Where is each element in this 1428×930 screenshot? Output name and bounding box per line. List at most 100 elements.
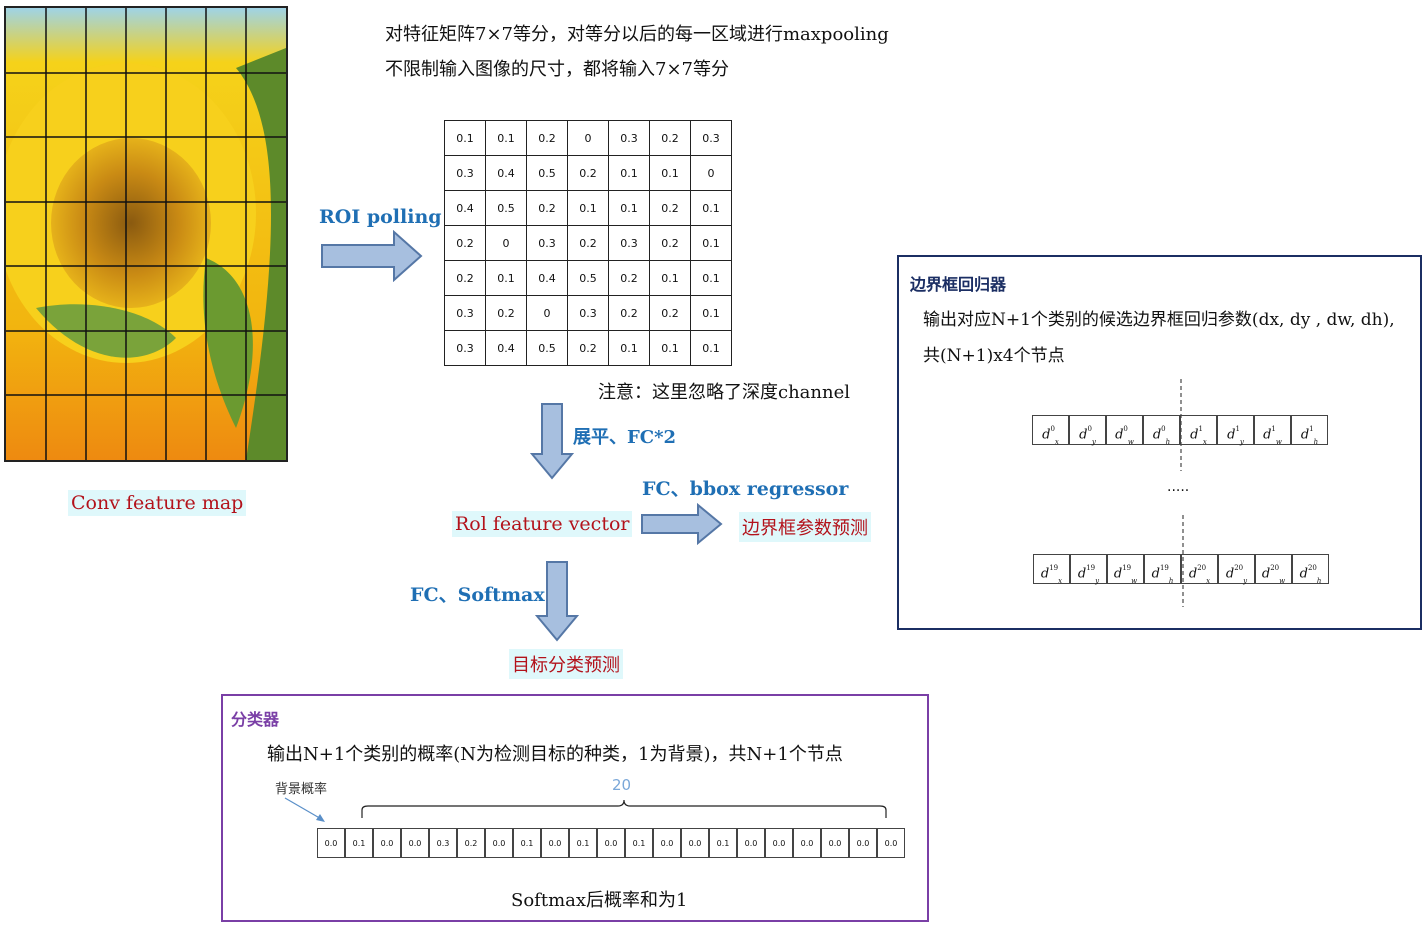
matrix-cell: 0: [485, 225, 527, 261]
regressor-description-line2: 共(N+1)x4个节点: [923, 346, 1065, 366]
classifier-title: 分类器: [231, 710, 280, 729]
regression-param-cell: d20h: [1292, 554, 1329, 585]
matrix-cell: 0.4: [485, 155, 527, 191]
matrix-cell: 0.4: [526, 260, 568, 296]
feature-map-grid: [6, 8, 286, 460]
matrix-cell: 0.2: [649, 190, 691, 226]
down-arrow-icon: [535, 561, 579, 642]
channel-note: 注意：这里忽略了深度channel: [598, 382, 850, 403]
matrix-cell: 0.5: [485, 190, 527, 226]
flatten-fc-label: 展平、FC*2: [573, 427, 677, 448]
conv-feature-map-image: [4, 6, 288, 462]
probability-cell: 0.1: [709, 828, 737, 858]
bbox-prediction-label: 边界框参数预测: [739, 512, 871, 542]
matrix-cell: 0.5: [526, 155, 568, 191]
matrix-cell: 0.2: [649, 120, 691, 156]
matrix-cell: 0.2: [567, 330, 609, 366]
regression-param-cell: d19y: [1070, 554, 1107, 585]
regression-param-cell: d20x: [1181, 554, 1218, 585]
regression-param-cell: d1w: [1254, 415, 1291, 446]
matrix-cell: 0.1: [690, 295, 732, 331]
bbox-fc-label: FC、bbox regressor: [642, 478, 849, 500]
probability-cell: 0.0: [541, 828, 569, 858]
down-arrow-icon: [530, 403, 574, 480]
probability-cell: 0.0: [765, 828, 793, 858]
regression-param-cell: d19x: [1033, 554, 1070, 585]
top-note-line2: 不限制输入图像的尺寸，都将输入7×7等分: [385, 59, 729, 80]
matrix-cell: 0.1: [567, 190, 609, 226]
matrix-cell: 0.3: [444, 330, 486, 366]
probability-cell: 0.0: [373, 828, 401, 858]
matrix-cell: 0.1: [649, 155, 691, 191]
matrix-cell: 0.2: [608, 295, 650, 331]
matrix-cell: 0.1: [649, 330, 691, 366]
probability-cell: 0.0: [821, 828, 849, 858]
regression-param-cell: d0h: [1143, 415, 1180, 446]
probability-cell: 0.0: [317, 828, 345, 858]
probability-cell: 0.0: [653, 828, 681, 858]
matrix-cell: 0.2: [526, 120, 568, 156]
background-prob-label: 背景概率: [275, 782, 328, 797]
matrix-cell: 0: [690, 155, 732, 191]
regression-param-cell: d0w: [1106, 415, 1143, 446]
matrix-cell: 0.1: [444, 120, 486, 156]
roi-feature-vector-label: Rol feature vector: [452, 511, 633, 537]
probability-cell: 0.1: [625, 828, 653, 858]
matrix-cell: 0.2: [526, 190, 568, 226]
matrix-cell: 0.4: [485, 330, 527, 366]
probability-cell: 0.0: [597, 828, 625, 858]
matrix-cell: 0.2: [444, 260, 486, 296]
matrix-cell: 0.1: [608, 155, 650, 191]
matrix-cell: 0.3: [608, 120, 650, 156]
matrix-cell: 0.2: [567, 225, 609, 261]
regression-param-cell: d1h: [1291, 415, 1328, 446]
matrix-cell: 0.2: [608, 260, 650, 296]
probability-cell: 0.0: [877, 828, 905, 858]
matrix-cell: 0.1: [690, 225, 732, 261]
matrix-cell: 0.1: [690, 330, 732, 366]
top-note-line1: 对特征矩阵7×7等分，对等分以后的每一区域进行maxpooling: [385, 24, 889, 45]
matrix-cell: 0.1: [690, 190, 732, 226]
softmax-footer: Softmax后概率和为1: [511, 890, 688, 911]
class-count-label: 20: [612, 776, 632, 794]
probability-cell: 0.0: [793, 828, 821, 858]
matrix-cell: 0.3: [690, 120, 732, 156]
matrix-cell: 0.1: [485, 120, 527, 156]
matrix-cell: 0.3: [444, 155, 486, 191]
class-brace: [361, 799, 887, 818]
softmax-fc-label: FC、Softmax: [410, 584, 545, 606]
regression-param-cell: d1y: [1217, 415, 1254, 446]
probability-cell: 0.0: [737, 828, 765, 858]
probability-cell: 0.1: [513, 828, 541, 858]
matrix-cell: 0.1: [608, 330, 650, 366]
matrix-cell: 0: [526, 295, 568, 331]
right-arrow-icon: [641, 503, 723, 545]
matrix-cell: 0.5: [526, 330, 568, 366]
matrix-cell: 0.2: [649, 225, 691, 261]
matrix-cell: 0.2: [567, 155, 609, 191]
probability-cell: 0.1: [569, 828, 597, 858]
matrix-cell: 0.4: [444, 190, 486, 226]
classifier-panel: 分类器 输出N+1个类别的概率(N为检测目标的种类，1为背景)，共N+1个节点 …: [221, 694, 929, 922]
probability-cell: 0.0: [401, 828, 429, 858]
matrix-cell: 0.2: [444, 225, 486, 261]
matrix-cell: 0.1: [649, 260, 691, 296]
probability-cell: 0.0: [681, 828, 709, 858]
matrix-cell: 0: [567, 120, 609, 156]
regression-ellipsis: .....: [1167, 479, 1190, 495]
bbox-regressor-panel: 边界框回归器 输出对应N+1个类别的候选边界框回归参数(dx, dy , dw,…: [897, 255, 1422, 630]
divider-dashed: [1180, 379, 1182, 471]
roi-polling-label: ROI polling: [319, 206, 442, 228]
probability-cell: 0.2: [457, 828, 485, 858]
matrix-cell: 0.1: [608, 190, 650, 226]
matrix-cell: 0.2: [649, 295, 691, 331]
